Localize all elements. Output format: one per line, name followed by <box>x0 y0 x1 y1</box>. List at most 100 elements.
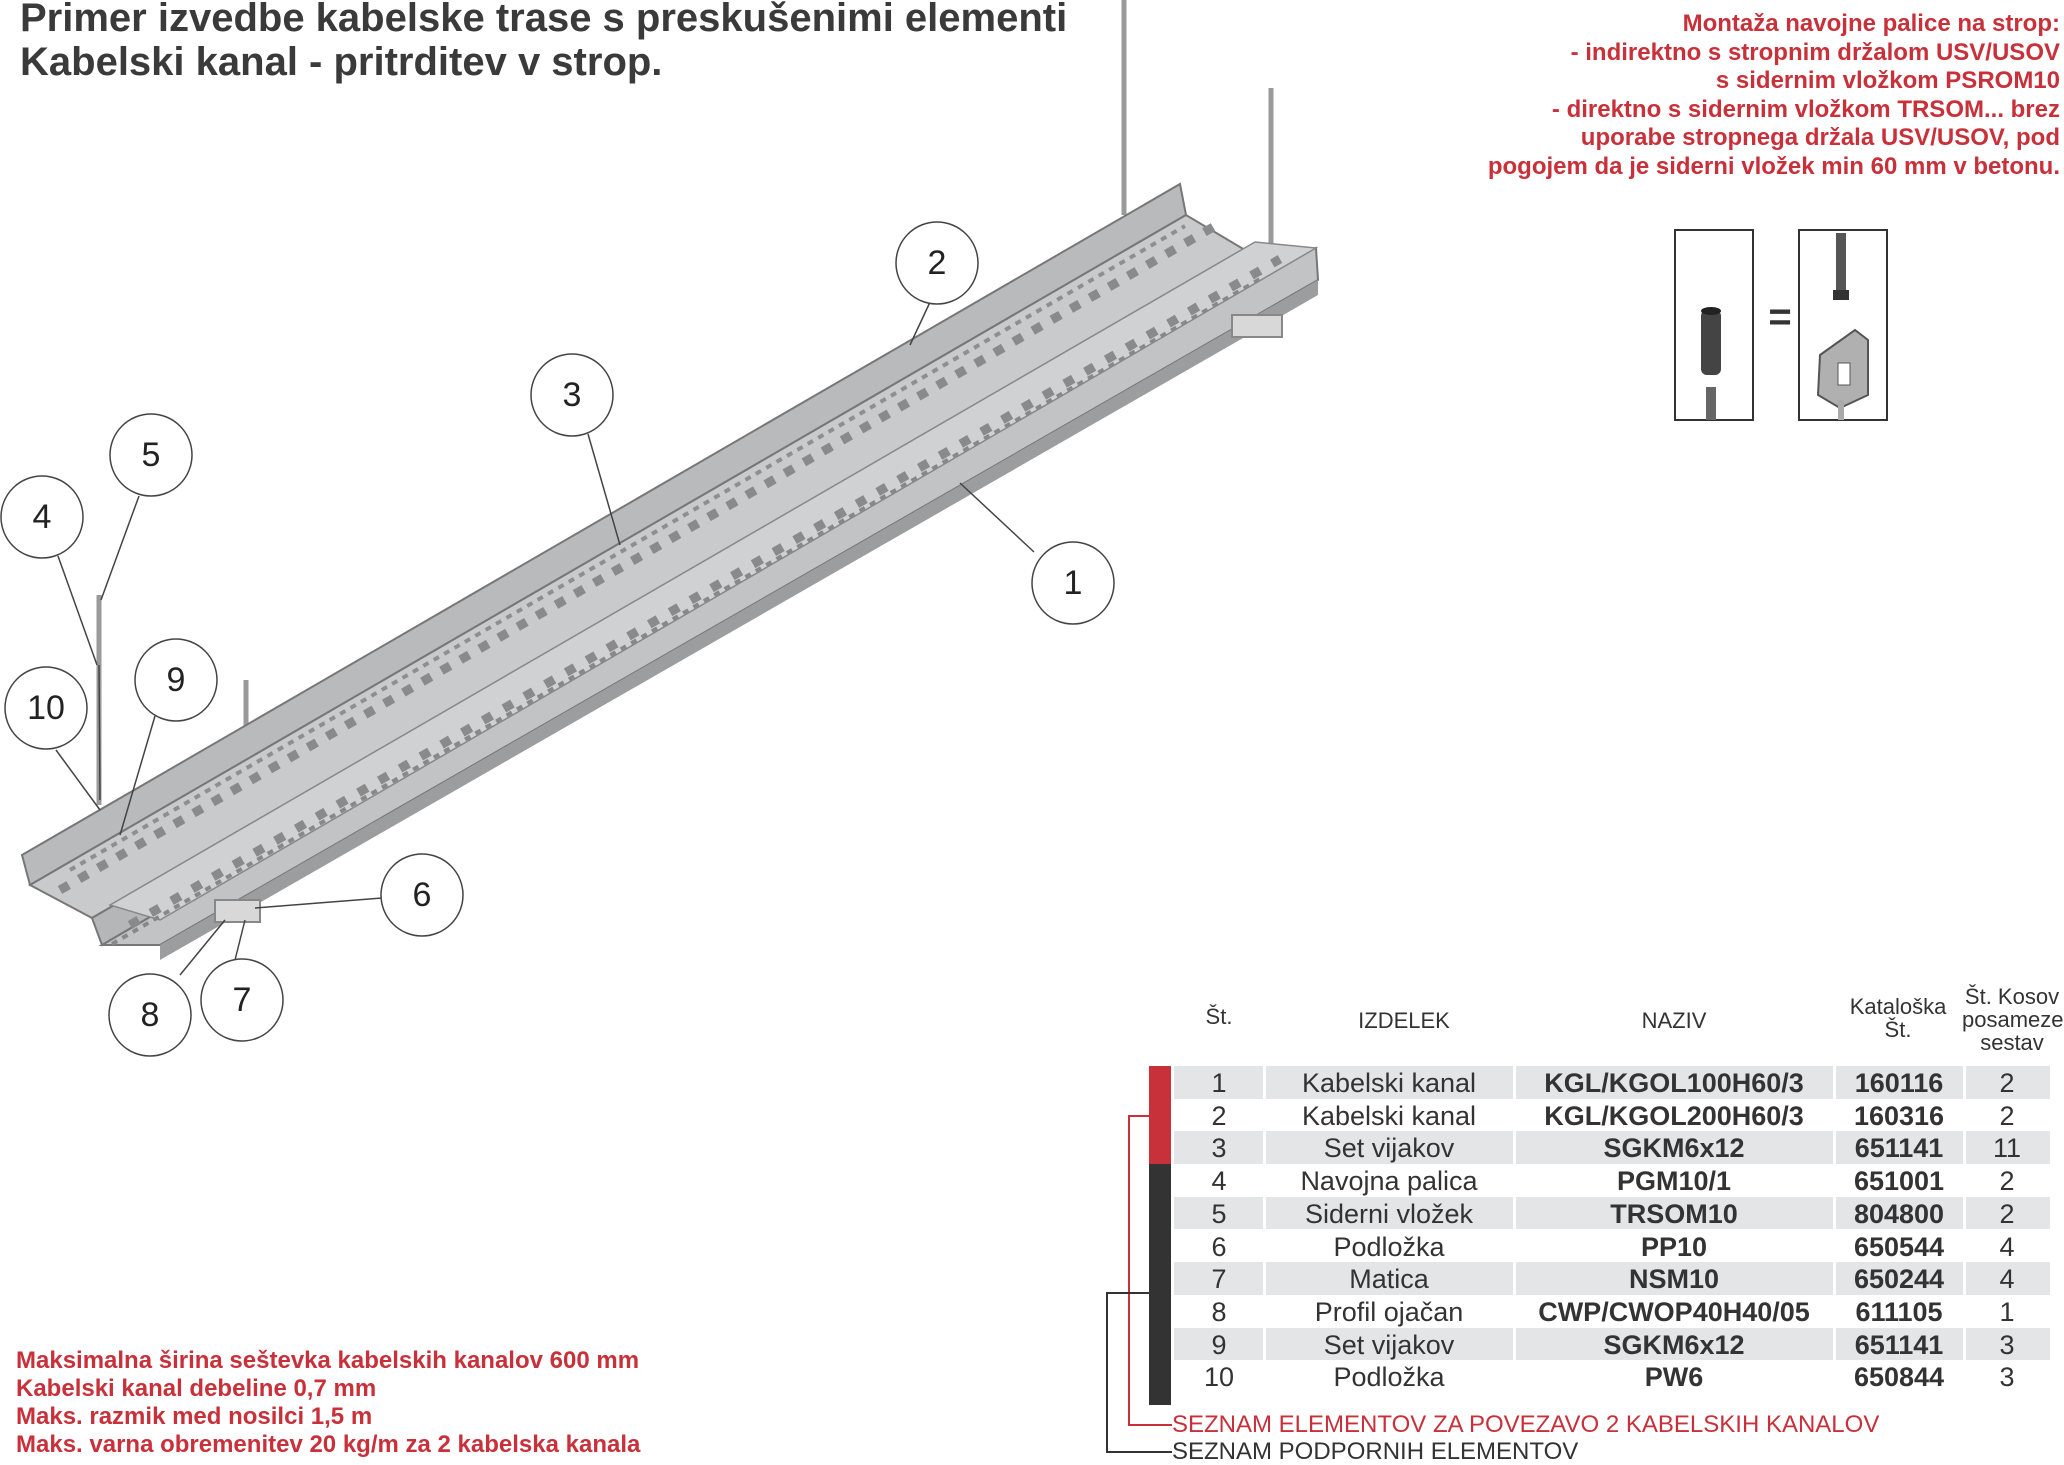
header-qty-line1: Št. Kosov <box>1964 984 2060 1009</box>
callout-8: 8 <box>108 973 192 1057</box>
ceiling-holder-detail <box>1798 229 1888 421</box>
column-divider <box>1513 1229 1516 1263</box>
table-row: 6 Podložka PP10 650544 4 <box>1174 1229 2050 1263</box>
cell-name: PW6 <box>1644 1362 1704 1393</box>
header-name: NAZIV <box>1641 1008 1707 1033</box>
cell-name: KGL/KGOL100H60/3 <box>1544 1068 1804 1098</box>
callout-10: 10 <box>4 666 88 750</box>
cell-name: TRSOM10 <box>1610 1198 1738 1229</box>
column-divider <box>1963 1196 1966 1230</box>
header-product: IZDELEK <box>1358 1008 1450 1033</box>
cell-no: 3 <box>1211 1133 1227 1164</box>
callout-5: 5 <box>109 413 193 497</box>
column-divider <box>1263 1066 1266 1099</box>
note-line: - direktno s sidernim vložkom TRSOM... b… <box>1551 95 2060 123</box>
column-divider <box>1833 1360 1836 1393</box>
callout-number: 4 <box>33 498 52 536</box>
column-divider <box>1513 1294 1516 1328</box>
cell-product: Profil ojačan <box>1314 1296 1464 1327</box>
spec-line: Maks. razmik med nosilci 1,5 m <box>16 1403 373 1430</box>
cable-tray-2 <box>90 241 1320 960</box>
cell-catalog: 651141 <box>1854 1329 1944 1360</box>
cell-qty: 2 <box>1999 1100 2015 1131</box>
callout-2: 2 <box>895 221 979 305</box>
header-quantity: Št. Kosov posamezen sestav <box>1962 984 2064 1054</box>
callout-4: 4 <box>0 475 84 559</box>
note-line: - indirektno s stropnim držalom USV/USOV <box>1570 38 2060 66</box>
callout-1: 1 <box>1031 541 1115 625</box>
cell-catalog: 160116 <box>1854 1068 1944 1098</box>
cell-product: Kabelski kanal <box>1301 1068 1477 1098</box>
column-divider <box>1963 1294 1966 1328</box>
note-line: Montaža navojne palice na strop: <box>1682 10 2060 37</box>
column-divider <box>1513 1164 1516 1197</box>
specs-note: Maksimalna širina seštevka kabelskih kan… <box>16 1347 640 1459</box>
callout-7: 7 <box>200 958 284 1042</box>
callout-number: 3 <box>563 376 582 414</box>
column-divider <box>1833 1327 1836 1361</box>
cell-qty: 2 <box>1999 1166 2015 1197</box>
callout-number: 6 <box>413 876 432 914</box>
cell-no: 7 <box>1211 1264 1227 1295</box>
column-divider <box>1263 1229 1266 1263</box>
cell-qty: 4 <box>1999 1264 2015 1295</box>
support-group-bar <box>1149 1164 1171 1405</box>
callout-number: 1 <box>1064 564 1083 602</box>
cell-catalog: 650544 <box>1853 1231 1945 1262</box>
column-divider <box>1513 1327 1516 1361</box>
callout-number: 8 <box>141 996 160 1034</box>
column-divider <box>1833 1098 1836 1132</box>
column-divider <box>1833 1164 1836 1197</box>
cell-name: CWP/CWOP40H40/05 <box>1538 1296 1810 1327</box>
column-divider <box>1263 1164 1266 1197</box>
leader-lines <box>55 299 1035 976</box>
cell-name: PGM10/1 <box>1616 1166 1732 1197</box>
column-divider <box>1513 1066 1516 1099</box>
support-profiles <box>214 314 1283 923</box>
cell-name: PP10 <box>1640 1231 1708 1262</box>
cell-product: Siderni vložek <box>1304 1198 1474 1229</box>
column-divider <box>1963 1164 1966 1197</box>
column-divider <box>1963 1360 1966 1393</box>
callout-number: 7 <box>233 981 252 1019</box>
cell-product: Navojna palica <box>1300 1166 1478 1197</box>
column-divider <box>1963 1131 1966 1165</box>
callout-6: 6 <box>380 853 464 937</box>
title-line-2: Kabelski kanal - pritrditev v strop. <box>20 40 663 84</box>
cell-no: 8 <box>1211 1296 1227 1327</box>
cell-no: 5 <box>1211 1198 1227 1229</box>
connection-group-bar <box>1149 1066 1171 1164</box>
column-divider <box>1833 1196 1836 1230</box>
column-divider <box>1263 1360 1266 1393</box>
column-divider <box>1833 1066 1836 1099</box>
column-divider <box>1263 1327 1266 1361</box>
cell-no: 6 <box>1211 1231 1227 1262</box>
column-divider <box>1263 1262 1266 1295</box>
callout-number: 5 <box>142 436 161 474</box>
equals-sign: = <box>1768 295 1791 339</box>
legend-connection: SEZNAM ELEMENTOV ZA POVEZAVO 2 KABELSKIH… <box>1172 1411 1880 1438</box>
cell-no: 1 <box>1211 1068 1227 1098</box>
cell-product: Podložka <box>1333 1231 1445 1262</box>
note-line: pogojem da je siderni vložek min 60 mm v… <box>1487 152 2060 180</box>
cell-qty: 4 <box>1999 1231 2015 1262</box>
callout-number: 2 <box>928 244 947 282</box>
header-catalog-line2: Št. <box>1884 1017 1912 1042</box>
spec-line: Maksimalna širina seštevka kabelskih kan… <box>16 1347 640 1374</box>
cell-product: Kabelski kanal <box>1301 1100 1477 1131</box>
column-divider <box>1963 1262 1966 1295</box>
callout-number: 9 <box>167 661 186 699</box>
cell-catalog: 804800 <box>1853 1198 1945 1229</box>
cell-no: 10 <box>1203 1362 1235 1393</box>
column-divider <box>1833 1229 1836 1263</box>
title-line-1: Primer izvedbe kabelske trase s preskuše… <box>20 0 1068 40</box>
cell-catalog: 160316 <box>1853 1100 1945 1131</box>
column-divider <box>1833 1131 1836 1165</box>
column-divider <box>1263 1196 1266 1230</box>
cell-qty: 2 <box>1999 1068 2015 1098</box>
